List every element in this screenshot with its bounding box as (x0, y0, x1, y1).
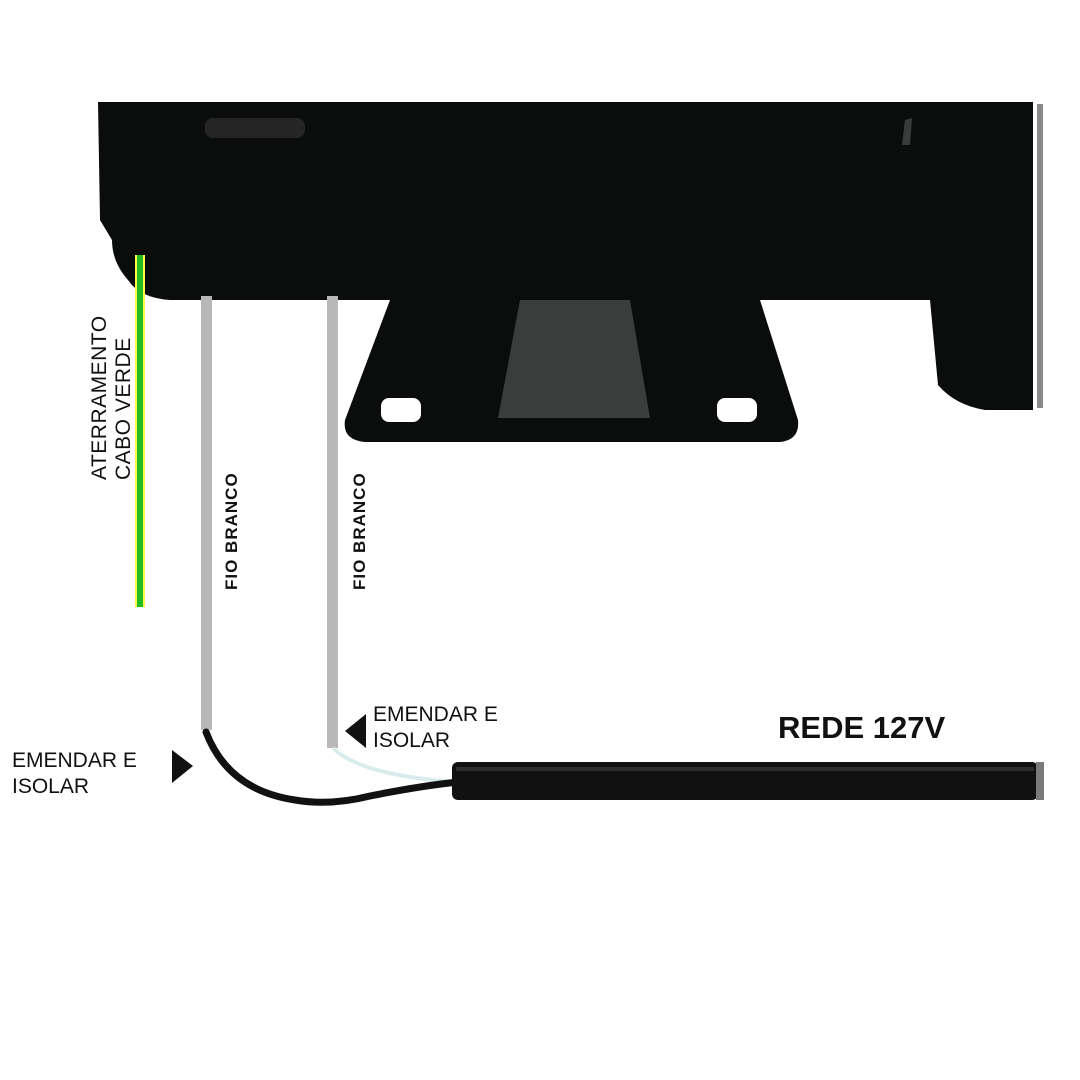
splice-instruction-left: EMENDAR E ISOLAR (12, 748, 137, 800)
ground-wire (135, 255, 145, 607)
pointer-arrow-right (345, 714, 366, 748)
motor-highlight-right (902, 118, 912, 145)
pointer-arrow-left (172, 750, 193, 783)
cable-end (1036, 762, 1044, 800)
mount-hole-right (717, 398, 757, 422)
white-wire-1-label: FIO BRANCO (222, 472, 241, 590)
splice-right-line-1: EMENDAR E (373, 703, 498, 726)
splice-left-line-2: ISOLAR (12, 775, 90, 798)
ground-label-line-1: ATERRAMENTO (88, 315, 111, 480)
mains-voltage-label: REDE 127V (778, 710, 946, 745)
splice-left-line-1: EMENDAR E (12, 749, 137, 772)
motor-body (98, 102, 1043, 410)
splice-right-line-2: ISOLAR (373, 729, 451, 752)
motor-highlight (205, 118, 305, 138)
ground-wire-label: ATERRAMENTO CABO VERDE (88, 302, 136, 480)
mount-hole-left (381, 398, 421, 422)
white-wire-2 (327, 296, 338, 748)
cable-conductor-faded (331, 746, 456, 784)
motor-end-plate (1037, 104, 1043, 408)
white-wire-2-label: FIO BRANCO (350, 472, 369, 590)
motor-mount-bracket (344, 300, 799, 442)
white-wire-1 (201, 296, 212, 730)
cable-conductor-black (202, 728, 462, 806)
splice-instruction-right: EMENDAR E ISOLAR (373, 702, 498, 754)
ground-label-line-2: CABO VERDE (112, 337, 135, 480)
mains-power-cable (452, 762, 1044, 800)
